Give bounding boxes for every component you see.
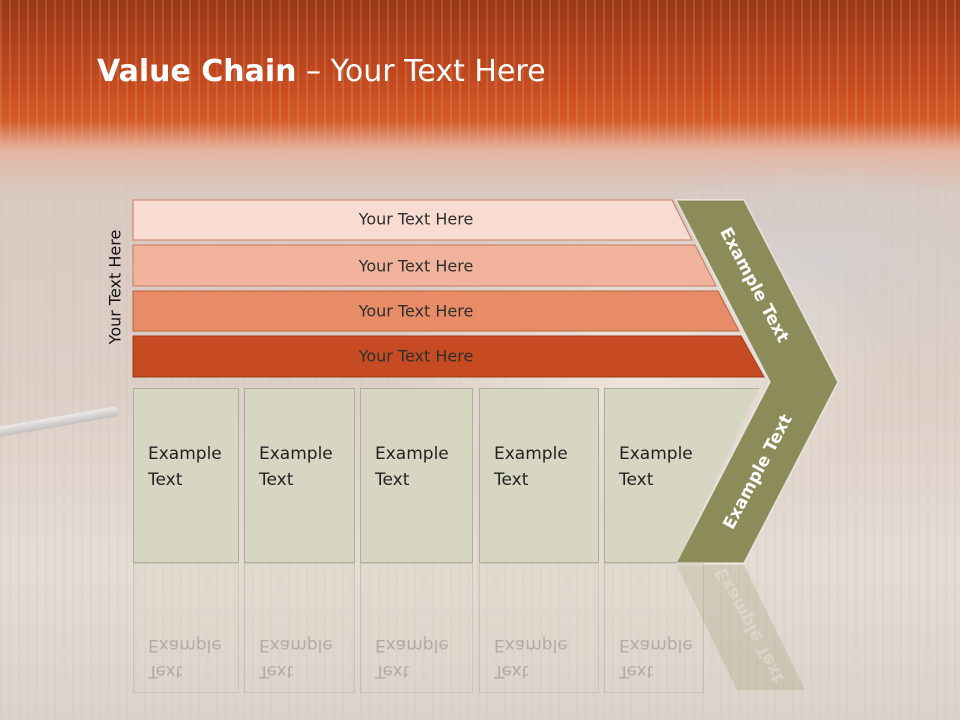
slide-title[interactable]: Value Chain – Your Text Here: [97, 54, 546, 89]
title-rest: – Your Text Here: [296, 54, 546, 89]
bar-2-label: Your Text Here: [358, 257, 474, 276]
bar-1[interactable]: [132, 199, 693, 241]
bar-4[interactable]: [132, 335, 765, 378]
title-bold: Value Chain: [97, 54, 297, 89]
bar-3-label: Your Text Here: [358, 302, 474, 321]
bar-4-label: Your Text Here: [358, 347, 474, 366]
bar-1-label: Your Text Here: [358, 210, 474, 229]
chevron-reflection: [676, 565, 805, 690]
chevron-arrow[interactable]: [674, 199, 839, 564]
bar-2[interactable]: [132, 244, 717, 287]
bar-3[interactable]: [132, 290, 740, 332]
